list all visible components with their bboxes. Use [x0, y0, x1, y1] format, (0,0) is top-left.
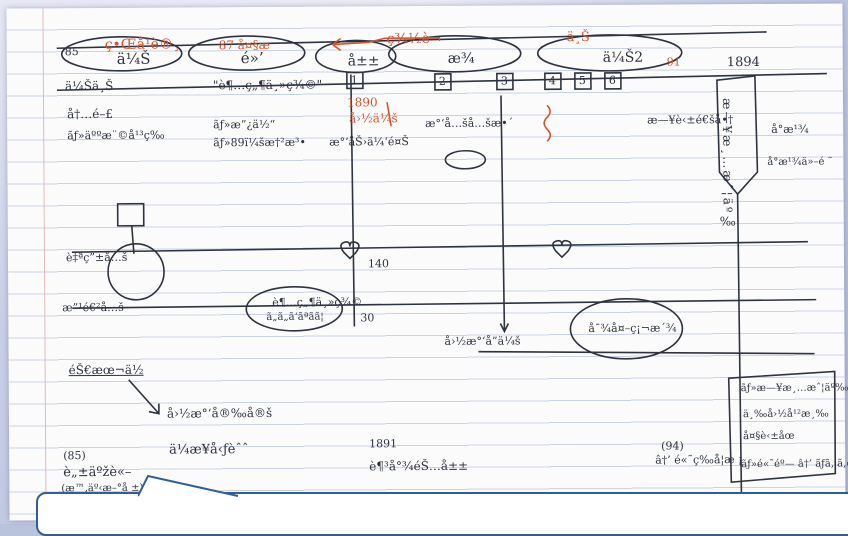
seat-count-30: 30 [360, 311, 375, 325]
cabinet-label-ito2: ä¼Š2 [602, 49, 644, 66]
kokumin-kyokai-label: å›½æ°‘å”ä¼š [444, 334, 521, 348]
seitai-label: ãƒ»æ”¿ä½“ [213, 117, 276, 132]
right-notes-line2: å¤§è‹±åœ [743, 430, 795, 443]
circled-number: 3 [500, 74, 508, 88]
cabinet-label-yamagata: å±± [347, 53, 380, 70]
cabinet-label-ito: ä¼Š [116, 49, 151, 68]
shimonoseki-label: å°æ¹¾ä»–é ˜ [767, 156, 833, 168]
kokumin-antei-label: å›½æ°‘å®‰å®š [166, 405, 273, 421]
kokkai-label: å›½ä¼š [349, 111, 398, 126]
ito-oval [60, 36, 183, 72]
taiwan-label: å°æ¹¾ [771, 122, 809, 136]
kuroda-oval [187, 35, 306, 71]
year-94-label: (94) [661, 439, 684, 453]
cabinet-label-kuroda: é»’ [240, 48, 264, 68]
circled-number: 1 [350, 73, 358, 87]
year-85-label: (85) [63, 449, 86, 463]
taigai-label: å¯¾å¤–ç¡¬æ´¾ [588, 321, 677, 336]
matsukata-oval [387, 35, 522, 73]
era-label-oyama: ç¾½è¬ [386, 30, 442, 48]
cabinet-label-matsukata: æ¾ [447, 50, 475, 67]
year-label-1894: 1894 [726, 54, 760, 71]
ashio-label: è¶³å°¾éŠ…å±± [369, 458, 469, 474]
ikenai-text: ã„ã„ã‘ãªãã¦ [266, 311, 324, 323]
circled-number: 4 [548, 74, 556, 88]
right-notes-line3: ãƒ»é«˜éº— â†’ ãƒ­ã‚·ã‚¢ã¸ [741, 458, 848, 471]
naikaku-label: å†…é–£ [67, 106, 114, 122]
chozen-shugi-label: "è¶…ç„¶ä¸»ç¾©" [212, 77, 323, 93]
datsua-label: è„±äºžè«– [63, 464, 132, 481]
kaishinto-label: æ”¹é€²å…š [62, 300, 124, 315]
circled-number: 5 [578, 74, 586, 88]
speech-callout [36, 474, 848, 536]
year-label: 85 [64, 45, 79, 59]
year-1891-label: 1891 [369, 437, 398, 451]
callout-tail [138, 474, 239, 497]
notebook-page: ç•Œå¹è®¸ 85 ä¼Š 87 å¤§æ é»’ å±± ç¾½è¬ æ¾… [6, 3, 848, 521]
right-notes-heading: ãƒ»æ—¥æ¸…æˆ¦äº‰ [740, 382, 848, 395]
jinken-label: ãƒ»äººæ¨©å¹³ç­‰ [67, 128, 165, 143]
year-1890-label: 1890 [346, 95, 378, 110]
kigyo-label: ä¼æ¥­å‹ƒèˆˆ [169, 442, 249, 458]
year-label-91: 91 [666, 55, 681, 69]
circled-number: 2 [438, 74, 446, 88]
era-label-jyou: ä¸Š [566, 29, 590, 46]
ginkou-label: éŠ€æœ¬ä½ [68, 362, 144, 378]
koutou-label: â†’ é«˜ç­‰å­¦æ ¡ [655, 453, 743, 467]
circled-number: 6 [608, 73, 616, 87]
chozen-bubble-text: è¶…ç„¶ä¸»ç¾© [272, 295, 363, 309]
handwriting-strokes [56, 31, 837, 495]
min-ryoku-label: æ°‘åŠ›ä¼‘é¤Š [329, 135, 409, 149]
seat-count-140: 140 [367, 257, 390, 271]
jiyuto-label: è‡ªç”±å…š [65, 250, 128, 265]
mintou-label: æ°‘å…šå…šæ•´ [425, 116, 514, 131]
ito-inoue-label: ä¼Šä¸Š [64, 78, 114, 94]
nisshin-label: æ—¥æ¸…æˆ¦äº‰ [720, 98, 735, 231]
kenpo-label: ãƒ»89ï¼šæ†²æ³• [213, 135, 306, 150]
right-notes-line1: ä¸‰å›½å¹²æ¸‰ [742, 408, 829, 421]
